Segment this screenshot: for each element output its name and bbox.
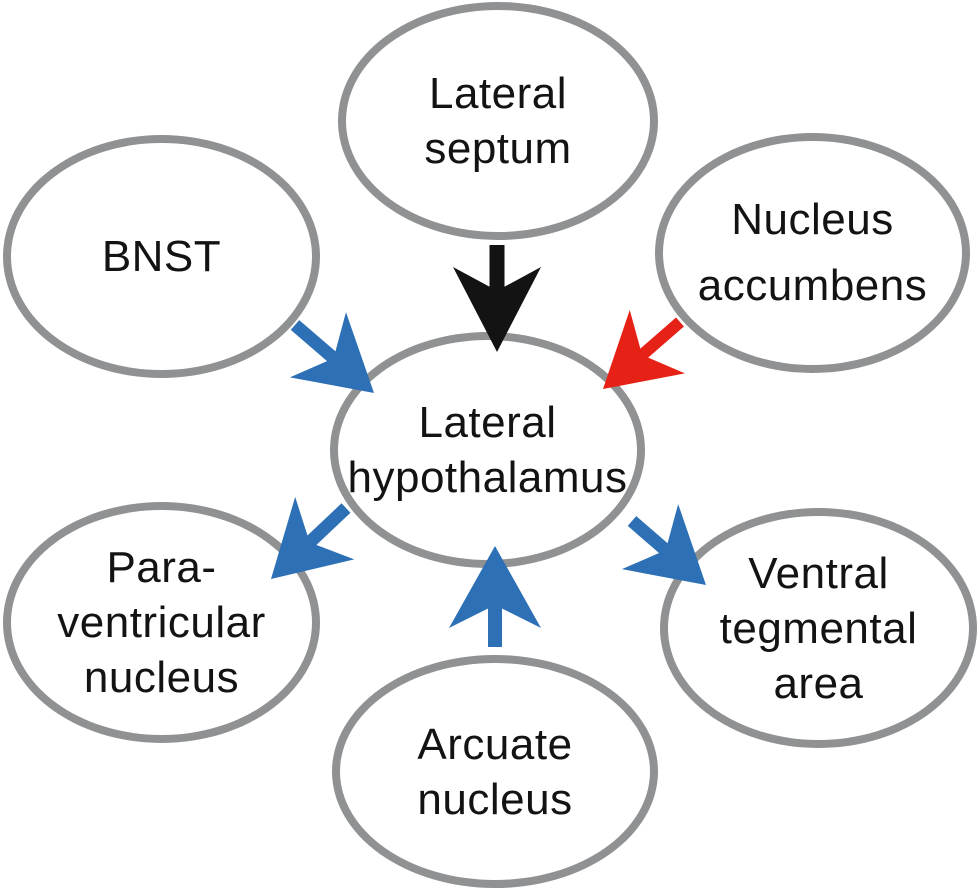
node-nucleus-accumbens: Nucleus accumbens bbox=[655, 133, 970, 373]
node-arcuate-nucleus: Arcuate nucleus bbox=[332, 655, 658, 888]
node-bnst: BNST bbox=[3, 135, 320, 378]
arrow-shaft bbox=[305, 503, 351, 548]
node-bnst-label: BNST bbox=[102, 229, 221, 284]
node-ventral-tegmental-area-label: Ventral tegmental area bbox=[720, 546, 918, 711]
label-line: area bbox=[773, 658, 864, 708]
label-line: tegmental bbox=[719, 603, 918, 653]
node-lateral-septum: Lateral septum bbox=[338, 2, 658, 240]
label-line: Nucleus bbox=[731, 195, 894, 244]
label-line: nucleus bbox=[417, 774, 573, 824]
node-paraventricular-nucleus-label: Para- ventricular nucleus bbox=[57, 540, 265, 705]
label-line: Lateral bbox=[418, 398, 557, 447]
label-line: Para- bbox=[106, 543, 217, 592]
node-arcuate-nucleus-label: Arcuate nucleus bbox=[417, 717, 572, 827]
label-line: ventricular bbox=[57, 598, 266, 647]
label-line: septum bbox=[424, 124, 572, 173]
label-line: hypothalamus bbox=[347, 453, 628, 502]
arrow-shaft bbox=[290, 320, 338, 364]
node-paraventricular-nucleus: Para- ventricular nucleus bbox=[3, 502, 320, 743]
label-line: BNST bbox=[101, 232, 222, 281]
label-line: nucleus bbox=[83, 653, 240, 702]
node-ventral-tegmental-area: Ventral tegmental area bbox=[660, 508, 977, 748]
label-line: Ventral bbox=[748, 548, 889, 598]
label-line: Arcuate bbox=[417, 719, 573, 769]
node-lateral-septum-label: Lateral septum bbox=[424, 66, 571, 176]
label-line: Lateral bbox=[428, 69, 568, 118]
arrow-shaft bbox=[638, 317, 684, 360]
node-lateral-hypothalamus: Lateral hypothalamus bbox=[330, 332, 645, 568]
arrow-shaft bbox=[627, 516, 670, 556]
label-line: accumbens bbox=[697, 261, 928, 310]
node-lateral-hypothalamus-label: Lateral hypothalamus bbox=[348, 395, 628, 505]
node-nucleus-accumbens-label: Nucleus accumbens bbox=[698, 187, 928, 319]
